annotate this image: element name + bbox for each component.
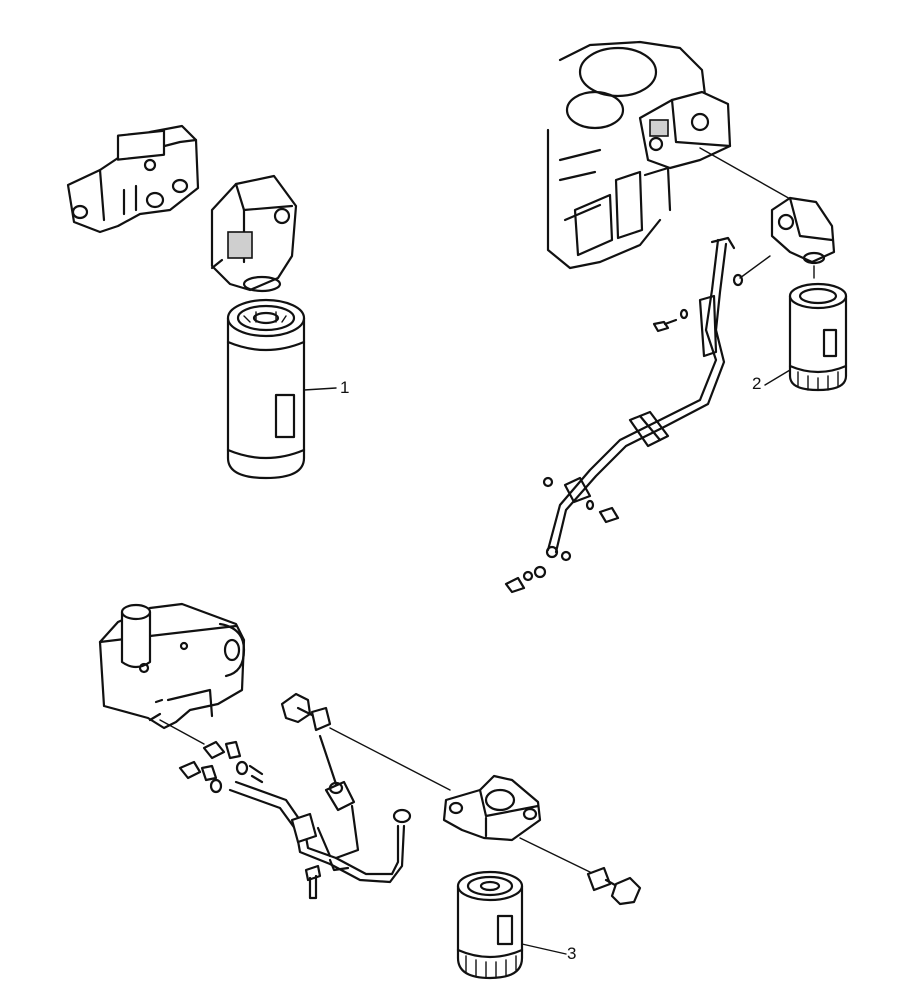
fittings-3: [178, 740, 412, 900]
leader-line-2: [764, 369, 791, 386]
filter-assembly-2: [504, 40, 848, 594]
alignment-line-2a: [699, 147, 793, 201]
callout-3-label: 3: [567, 944, 577, 963]
alignment-line-3a: [159, 719, 205, 745]
housing-block-3: [98, 602, 246, 730]
alignment-line-3c: [519, 837, 595, 875]
dipstick-tube: [545, 236, 736, 559]
banjo-fitting-upper: [280, 692, 344, 795]
filter-head-1: [210, 174, 298, 293]
filter-head-3: [442, 774, 542, 842]
leader-line-3: [521, 943, 567, 955]
leader-line-1: [303, 387, 337, 391]
engine-block-fragment-1: [66, 124, 200, 234]
filter-head-2: [770, 196, 836, 265]
filter-canister-1: [226, 298, 306, 480]
callout-1-label: 1: [340, 378, 350, 397]
hardware-2: [504, 308, 689, 594]
filter-canister-3: [456, 870, 524, 980]
engine-block-2: [546, 40, 732, 270]
alignment-line-3b: [329, 727, 451, 791]
alignment-line-2b: [739, 255, 771, 279]
filter-canister-2: [788, 282, 848, 392]
banjo-fitting-lower: [586, 866, 642, 906]
callout-2-label: 2: [752, 374, 762, 393]
filter-assembly-3: [98, 602, 642, 980]
filter-assembly-1: [66, 124, 337, 480]
